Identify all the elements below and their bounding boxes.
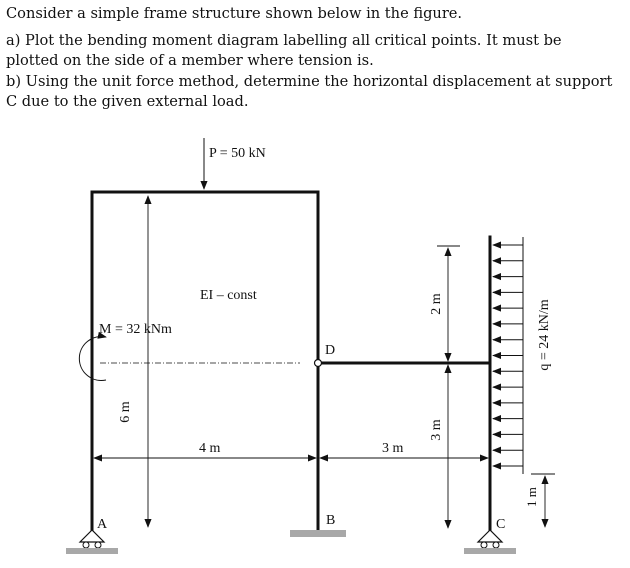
support-c-roller-left bbox=[480, 541, 488, 549]
moment-arc-arrow bbox=[78, 331, 107, 381]
dimension-6m: 6 m bbox=[118, 195, 152, 528]
node-d-label: D bbox=[325, 343, 335, 358]
dim-3m-horizontal-label: 3 m bbox=[382, 441, 404, 456]
support-a-ground bbox=[66, 548, 118, 554]
node-b-label: B bbox=[326, 513, 335, 528]
dimension-2m-3m bbox=[437, 245, 460, 529]
dimension-4m: 4 m bbox=[93, 441, 317, 462]
support-b-ground bbox=[290, 530, 346, 537]
problem-statement: Consider a simple frame structure shown … bbox=[6, 4, 618, 113]
ei-label: EI – const bbox=[200, 288, 257, 303]
support-b: B bbox=[290, 513, 346, 537]
support-a: A bbox=[66, 517, 118, 554]
point-load-p: P = 50 kN bbox=[200, 138, 266, 190]
dim-1m-label: 1 m bbox=[524, 487, 539, 507]
support-c: C bbox=[464, 517, 516, 554]
dim-4m-label: 4 m bbox=[199, 441, 221, 456]
support-a-roller-right bbox=[94, 541, 102, 549]
dim-2m-label: 2 m bbox=[429, 293, 444, 315]
support-c-roller-right bbox=[492, 541, 500, 549]
support-a-triangle bbox=[78, 529, 106, 543]
distributed-load: q = 24 kN/m bbox=[492, 237, 552, 474]
hinge-d bbox=[313, 358, 323, 368]
support-c-triangle bbox=[476, 529, 504, 543]
dim-6m-label: 6 m bbox=[118, 401, 133, 423]
problem-intro: Consider a simple frame structure shown … bbox=[6, 5, 463, 22]
applied-moment: M = 32 kNm bbox=[78, 322, 172, 381]
support-a-roller-left bbox=[82, 541, 90, 549]
dimension-1m bbox=[531, 473, 555, 528]
frame-members bbox=[90, 190, 492, 532]
node-c-label: C bbox=[496, 517, 505, 532]
problem-part-a: a) Plot the bending moment diagram label… bbox=[6, 31, 562, 70]
distributed-load-label: q = 24 kN/m bbox=[537, 299, 552, 370]
problem-part-b: b) Using the unit force method, determin… bbox=[6, 72, 613, 111]
moment-label: M = 32 kNm bbox=[99, 322, 172, 337]
dimension-3m-horizontal: 3 m bbox=[319, 441, 489, 462]
node-a-label: A bbox=[97, 517, 108, 532]
dim-3m-vertical-label: 3 m bbox=[429, 419, 444, 441]
support-c-ground bbox=[464, 548, 516, 554]
point-load-label: P = 50 kN bbox=[209, 146, 266, 161]
